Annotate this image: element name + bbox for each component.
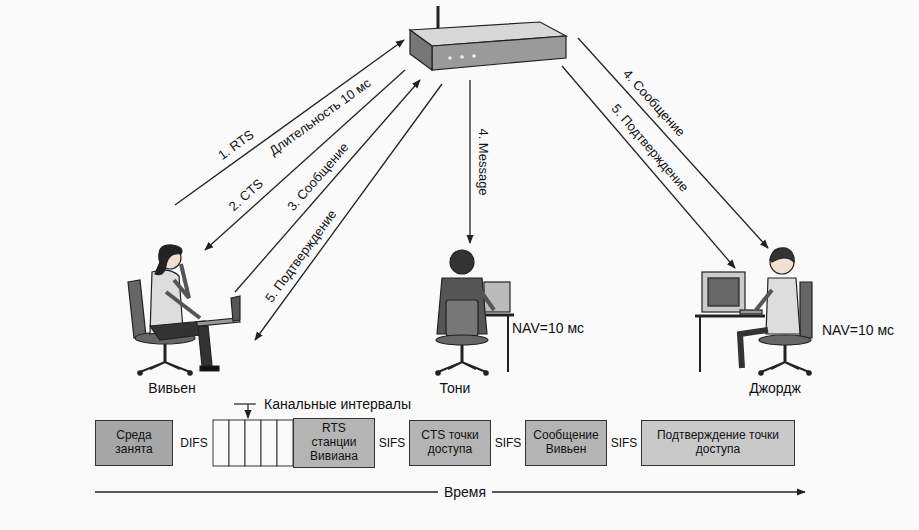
interval-label: SIFS: [609, 436, 640, 450]
interval-label: SIFS: [377, 436, 408, 450]
arrow-label: 5. Подтверждение: [606, 100, 692, 197]
label-anchor: 5. Подтверждение: [260, 205, 340, 307]
box-text: Среда занята: [101, 429, 167, 457]
nav-value: NAV=10 мс: [510, 320, 586, 337]
timeline-box: Среда занята: [95, 420, 173, 466]
label-anchor: Тони: [438, 380, 473, 397]
label-anchor: SIFS: [609, 436, 640, 450]
radio-arrows: [175, 38, 768, 340]
arrow-label: 5. Подтверждение: [260, 205, 340, 307]
label-anchor: NAV=10 мс: [820, 322, 896, 339]
person-name: Тони: [438, 380, 473, 397]
label-anchor: NAV=10 мс: [510, 320, 586, 337]
slot-pointer: [234, 404, 256, 418]
slot-caption: Канальные интервалы: [262, 396, 413, 413]
label-anchor: DIFS: [178, 436, 209, 450]
person-name: Вивьен: [146, 380, 197, 397]
label-anchor: 3. Сообщение: [283, 139, 353, 216]
person-figure: [436, 250, 514, 375]
label-anchor: SIFS: [493, 436, 524, 450]
label-anchor: Время: [438, 484, 492, 501]
label-anchor: 1. RTS: [214, 126, 259, 165]
label-anchor: 4. Message: [475, 126, 491, 197]
person-name: Джордж: [747, 380, 803, 397]
person-figure: [128, 245, 240, 375]
person-figure: [695, 248, 812, 375]
arrow-label: 1. RTS: [214, 126, 259, 165]
label-anchor: Канальные интервалы: [262, 396, 413, 413]
label-anchor: Вивьен: [146, 380, 197, 397]
arrow-label: 3. Сообщение: [283, 139, 353, 216]
box-text: Сообщение Вивьен: [531, 429, 601, 457]
box-text: Подтверждение точки доступа: [647, 429, 789, 457]
interval-label: DIFS: [178, 436, 209, 450]
label-anchor: SIFS: [377, 436, 408, 450]
box-text: CTS точки доступа: [415, 429, 485, 457]
nav-value: NAV=10 мс: [820, 322, 896, 339]
timeline-box: CTS точки доступа: [409, 420, 491, 466]
timeline-box: Подтверждение точки доступа: [641, 420, 795, 466]
label-anchor: 2. CTS: [225, 175, 268, 216]
time-axis-label: Время: [438, 484, 492, 501]
arrow-label: 4. Message: [475, 126, 491, 197]
interval-label: SIFS: [493, 436, 524, 450]
access-point: [410, 6, 566, 70]
arrow-label: 2. CTS: [225, 175, 268, 216]
label-anchor: 5. Подтверждение: [606, 100, 692, 197]
label-anchor: Джордж: [747, 380, 803, 397]
timeline-box: RTS станции Вивиана: [293, 418, 375, 467]
box-text: RTS станции Вивиана: [299, 422, 369, 463]
slot-cells: [213, 420, 293, 466]
timeline-box: Сообщение Вивьен: [525, 420, 607, 466]
